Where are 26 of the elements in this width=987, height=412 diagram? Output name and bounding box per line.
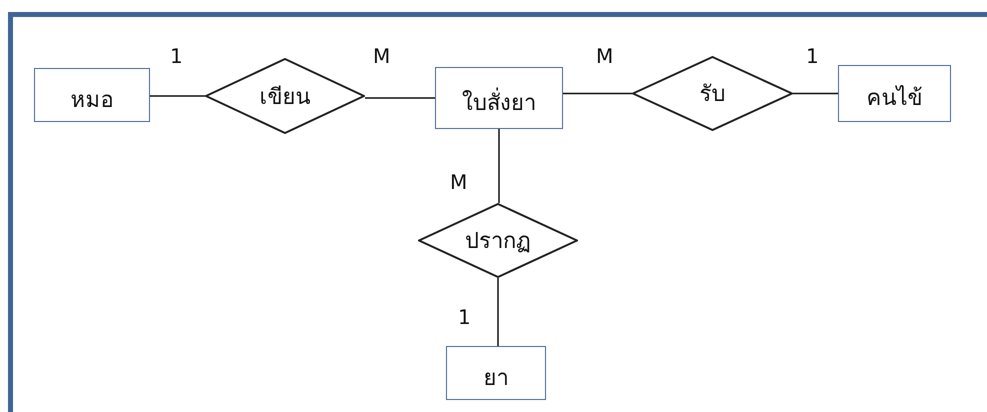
- cardinality-label: M: [450, 170, 468, 194]
- entity-name: ยา: [484, 364, 508, 392]
- cardinality-label: 1: [806, 44, 819, 68]
- connector-line: [793, 92, 838, 94]
- entity-box: [446, 346, 546, 400]
- entity-box: [34, 68, 150, 122]
- connector-line: [563, 92, 632, 94]
- relationship-name: เขียน: [260, 84, 310, 112]
- connector-line: [498, 129, 500, 203]
- cardinality-label: 1: [458, 305, 471, 329]
- relationship-name: ปรากฏ: [465, 228, 531, 256]
- entity-name: ใบสั่งยา: [462, 76, 536, 120]
- relationship-diamond: [418, 203, 578, 278]
- cardinality-label: 1: [170, 44, 183, 68]
- entity-box: [435, 67, 563, 129]
- cardinality-label: M: [373, 44, 390, 68]
- connector-line: [497, 278, 499, 346]
- entity-name: หมอ: [70, 86, 114, 114]
- entity-name: คนไข้: [866, 84, 922, 113]
- relationship-diamond: [205, 58, 365, 134]
- cardinality-label: M: [596, 44, 614, 68]
- relationship-diamond: [632, 56, 793, 131]
- connector-line: [150, 95, 205, 97]
- relationship-name: รับ: [700, 81, 726, 109]
- entity-box: [838, 65, 951, 122]
- connector-line: [365, 97, 435, 99]
